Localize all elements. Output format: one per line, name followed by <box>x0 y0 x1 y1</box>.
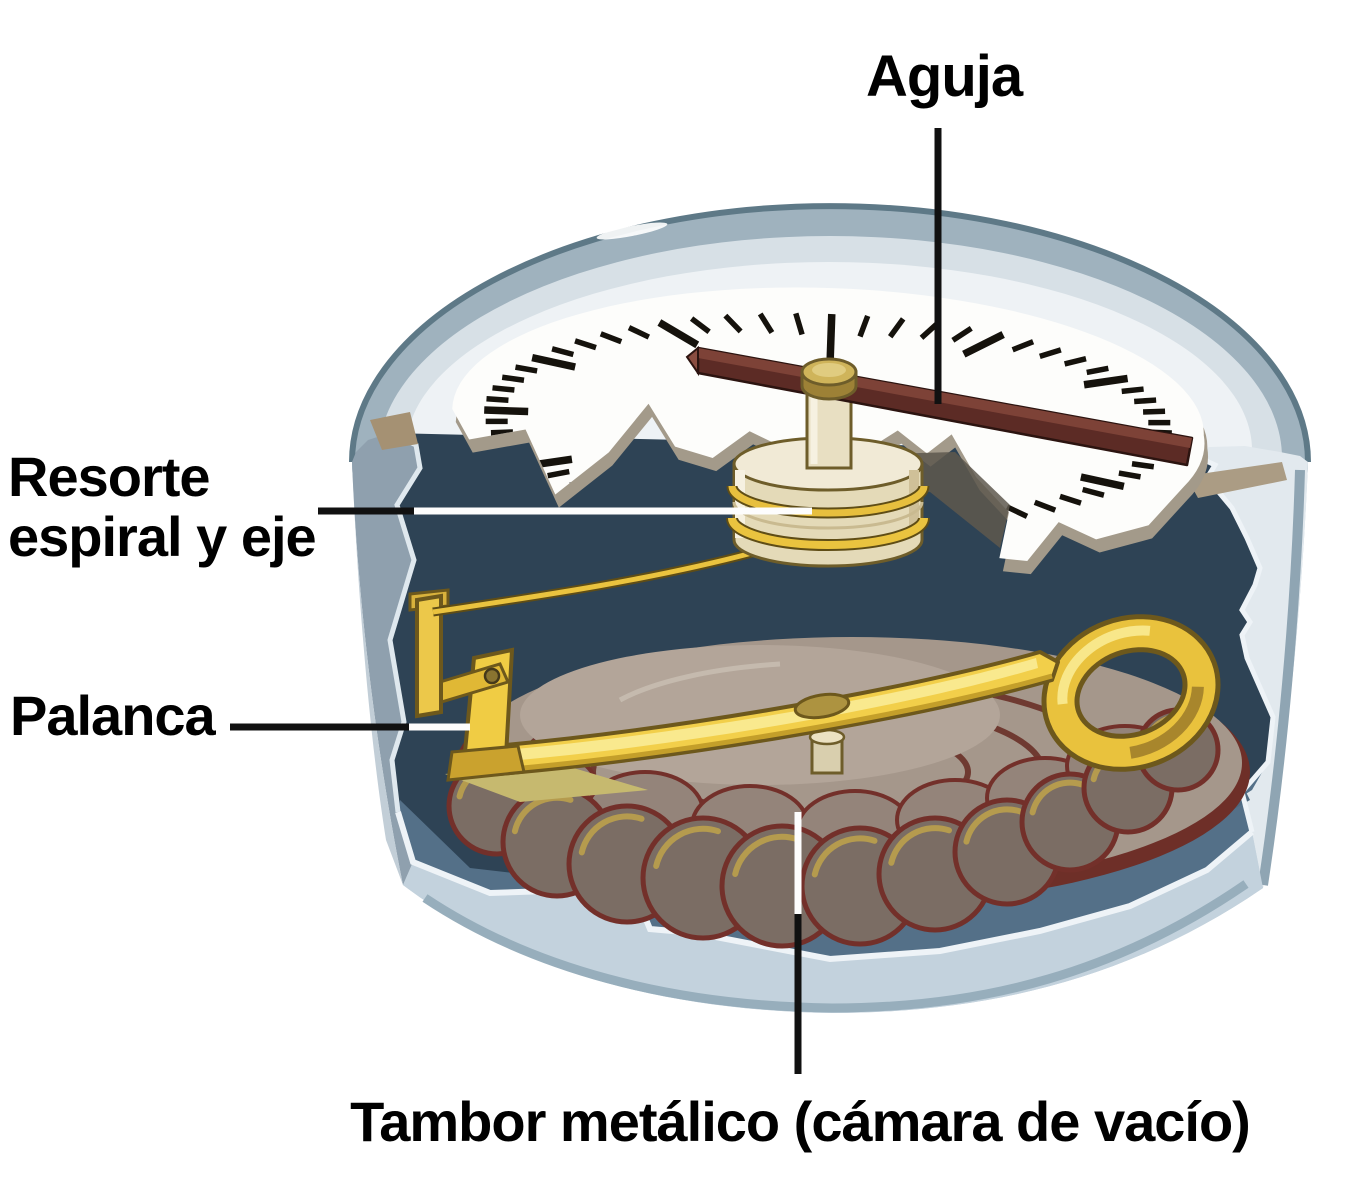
wire-anchor-post <box>415 593 443 719</box>
lever-bar-highlight <box>480 658 1038 763</box>
rim-highlight <box>596 222 668 240</box>
casing-right-edge-stripe <box>1258 469 1305 886</box>
label-resorte-line2: espiral y eje <box>8 505 317 568</box>
label-tambor-metalico: Tambor metálico (cámara de vacío) <box>350 1090 1251 1153</box>
leader-lines <box>230 128 942 1074</box>
needle-tail-bevel <box>685 345 699 377</box>
casing-bottom-bowl <box>403 832 1263 1013</box>
lever-foot <box>446 744 526 782</box>
label-resorte-espiral-y-eje: Resorte espiral y eje <box>8 445 317 568</box>
lever-loop <box>1041 614 1221 772</box>
label-aguja: Aguja <box>866 44 1023 109</box>
casing-bottom-rim <box>422 880 1249 1013</box>
label-resorte-line1: Resorte <box>8 445 211 508</box>
torn-edge-highlight-left <box>387 430 423 813</box>
spring-wire <box>432 548 754 617</box>
lever-slot <box>793 692 851 720</box>
rim-top-edge <box>349 203 1311 463</box>
lever-bar-shade <box>475 673 1053 775</box>
lever-rivet-2 <box>483 667 501 685</box>
torn-lip-tan-right <box>1186 462 1287 498</box>
cavity-floor-slate <box>398 762 1268 959</box>
label-palanca: Palanca <box>10 684 216 747</box>
drum-streak <box>618 661 781 703</box>
spring-coil-rings <box>726 485 930 551</box>
torn-lip-tan-left <box>370 412 418 450</box>
spindle-cap <box>800 357 858 401</box>
torn-edge-highlight-bottom <box>395 811 1254 963</box>
casing-left-wall <box>352 433 420 885</box>
